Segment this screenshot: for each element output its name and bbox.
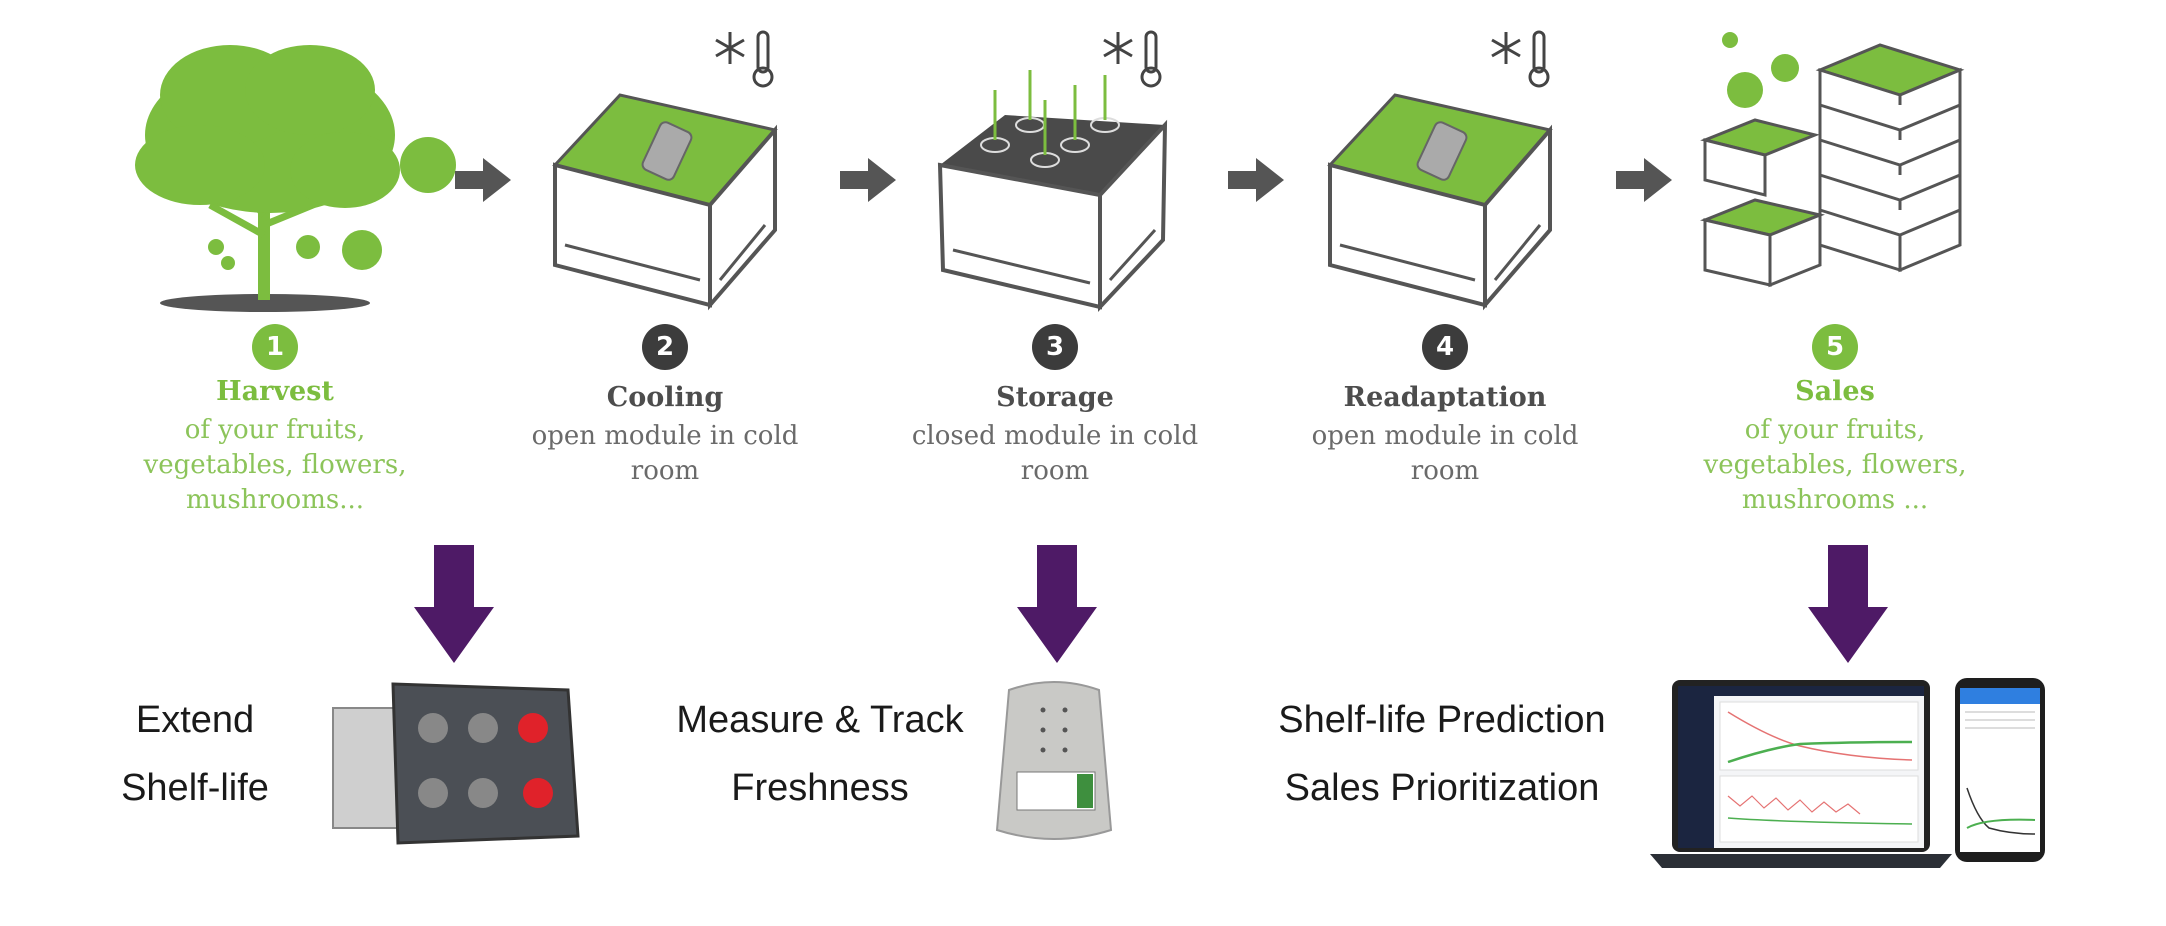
step-number-badge: 3: [1032, 324, 1078, 370]
crate-icon: [552, 93, 778, 311]
measure-track-label: Measure & Track Freshness: [665, 686, 975, 822]
label-line: Measure & Track: [676, 699, 964, 741]
closed-crate-icon: [937, 70, 1168, 313]
step-harvest: 1 Harvest of your fruits, vegetables, fl…: [95, 324, 455, 518]
label-line: Extend: [135, 699, 255, 741]
step-sales: 5 Sales of your fruits, vegetables, flow…: [1655, 324, 2015, 518]
step-title: Sales: [1795, 376, 1875, 407]
step-description: open module in cold room: [531, 421, 799, 486]
step-number-badge: 1: [252, 324, 298, 370]
step-description: open module in cold room: [1311, 421, 1579, 486]
thermometer-icon: [752, 30, 774, 88]
phone-app-icon: [1955, 678, 2045, 862]
snowflake-icon: [715, 32, 745, 64]
sensor-device-icon: [995, 681, 1113, 840]
thermometer-icon: [1528, 30, 1550, 88]
crate-icon: [1327, 93, 1553, 311]
snowflake-icon: [1103, 32, 1133, 64]
step-number-badge: 4: [1422, 324, 1468, 370]
step-readaptation: 4 Readaptation open module in cold room: [1265, 324, 1625, 489]
step-title: Cooling: [606, 382, 724, 413]
step-title: Readaptation: [1343, 382, 1547, 413]
extend-shelf-life-label: Extend Shelf-life: [95, 686, 295, 822]
arrow-down-icon: [1808, 545, 1888, 663]
label-line: Shelf-life: [121, 767, 269, 809]
arrow-down-icon: [1017, 545, 1097, 663]
step-number-badge: 5: [1812, 324, 1858, 370]
arrow-right-icon: [1228, 158, 1284, 202]
arrow-right-icon: [455, 158, 511, 202]
label-line: Shelf-life Prediction: [1278, 699, 1606, 741]
step-description: of your fruits, vegetables, flowers, mus…: [143, 415, 407, 515]
arrow-down-icon: [414, 545, 494, 663]
stacked-crates-icon: [1699, 32, 1965, 288]
step-description: closed module in cold room: [911, 421, 1199, 486]
label-line: Sales Prioritization: [1284, 767, 1600, 809]
arrow-right-icon: [1616, 158, 1672, 202]
prediction-prioritization-label: Shelf-life Prediction Sales Prioritizati…: [1262, 686, 1622, 822]
laptop-dashboard-icon: [1650, 680, 1952, 868]
step-number-badge: 2: [642, 324, 688, 370]
step-description: of your fruits, vegetables, flowers, mus…: [1703, 415, 1967, 515]
step-title: Harvest: [216, 376, 334, 407]
arrow-right-icon: [840, 158, 896, 202]
label-line: Freshness: [731, 767, 909, 809]
apple-tree-icon: [135, 45, 456, 312]
step-title: Storage: [996, 382, 1114, 413]
step-storage: 3 Storage closed module in cold room: [875, 324, 1235, 489]
box-lid-icon: [332, 682, 580, 845]
step-cooling: 2 Cooling open module in cold room: [485, 324, 845, 489]
thermometer-icon: [1140, 30, 1162, 88]
snowflake-icon: [1491, 32, 1521, 64]
